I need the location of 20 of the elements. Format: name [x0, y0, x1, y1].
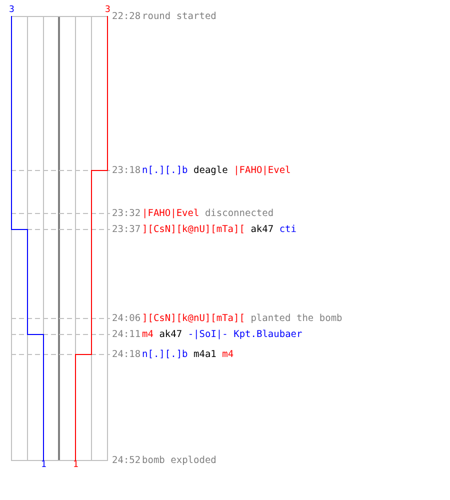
event-text: ][CsN][k@nU][mTa][ planted the bomb [142, 313, 342, 324]
count-label: 1 [73, 461, 78, 470]
event-text: |FAHO|Evel disconnected [142, 208, 274, 219]
time-label: 24:11 [112, 329, 141, 340]
time-label: 23:32 [112, 208, 141, 219]
time-label: 24:18 [112, 349, 141, 360]
time-label: 24:06 [112, 313, 141, 324]
time-label: 24:52 [112, 455, 141, 466]
time-label: 22:28 [112, 11, 141, 22]
count-label: 3 [9, 6, 14, 15]
event-text: n[.][.]b m4a1 m4 [142, 349, 234, 360]
event-text: bomb exploded [142, 455, 216, 466]
count-label: 1 [41, 461, 46, 470]
count-label: 3 [105, 6, 110, 15]
time-label: 23:37 [112, 224, 141, 235]
time-label: 23:18 [112, 165, 141, 176]
event-text: m4 ak47 -|SoI|- Kpt.Blaubaer [142, 329, 302, 340]
event-text: n[.][.]b deagle |FAHO|Evel [142, 165, 291, 176]
event-text: ][CsN][k@nU][mTa][ ak47 cti [142, 224, 296, 235]
event-text: round started [142, 11, 216, 22]
